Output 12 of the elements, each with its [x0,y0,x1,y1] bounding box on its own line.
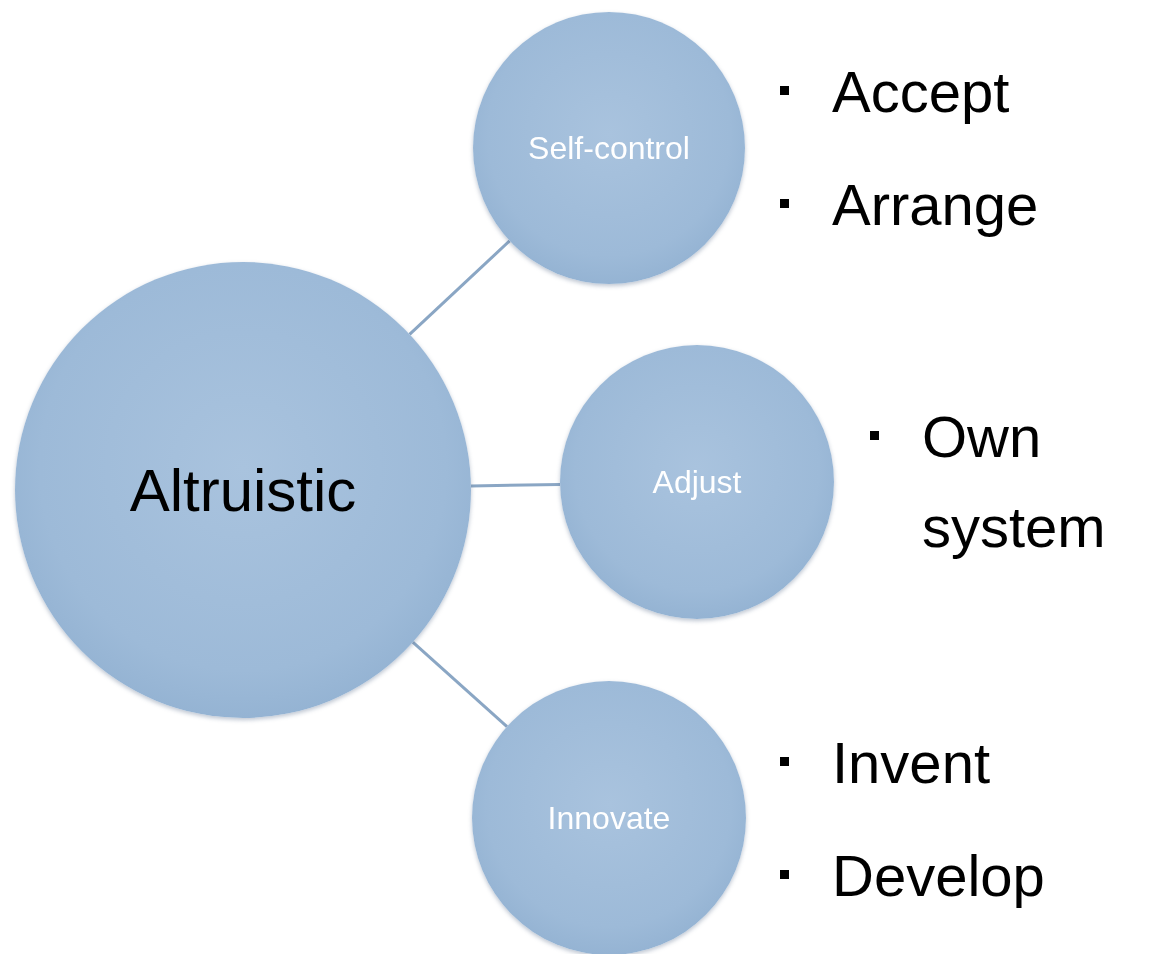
bullet-text: Invent [832,729,991,797]
bullet-text: Own system [922,403,1107,561]
node-label: Self-control [528,129,690,167]
bullet-text: Accept [832,58,1011,126]
node-label: Innovate [547,799,671,837]
connector-line [408,239,511,336]
bullet-text: Develop [832,842,1046,910]
node-label: Altruistic [129,455,357,525]
bullet-text: Arrange [832,171,1040,239]
node-label: Adjust [652,463,742,501]
connector-line [470,482,561,488]
connector-line [411,641,508,728]
